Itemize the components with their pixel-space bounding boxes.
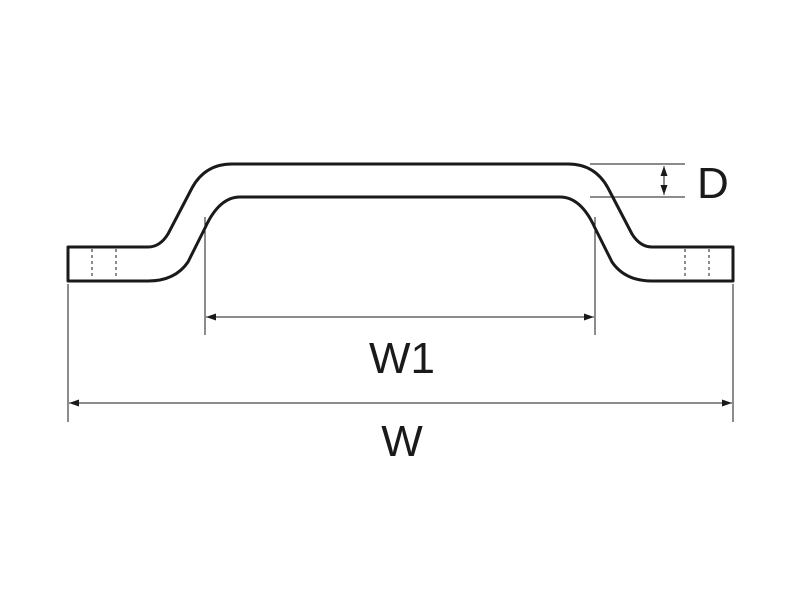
right-mounting-hole — [684, 249, 710, 279]
depth-label: D — [697, 159, 729, 208]
overall-width-label: W — [381, 417, 423, 466]
inner-width-dimension — [204, 217, 596, 335]
inner-width-label: W1 — [369, 334, 435, 383]
depth-dimension — [590, 163, 685, 198]
handle-body-outline — [66, 162, 735, 283]
left-mounting-hole — [91, 249, 117, 279]
overall-width-dimension — [67, 284, 734, 422]
